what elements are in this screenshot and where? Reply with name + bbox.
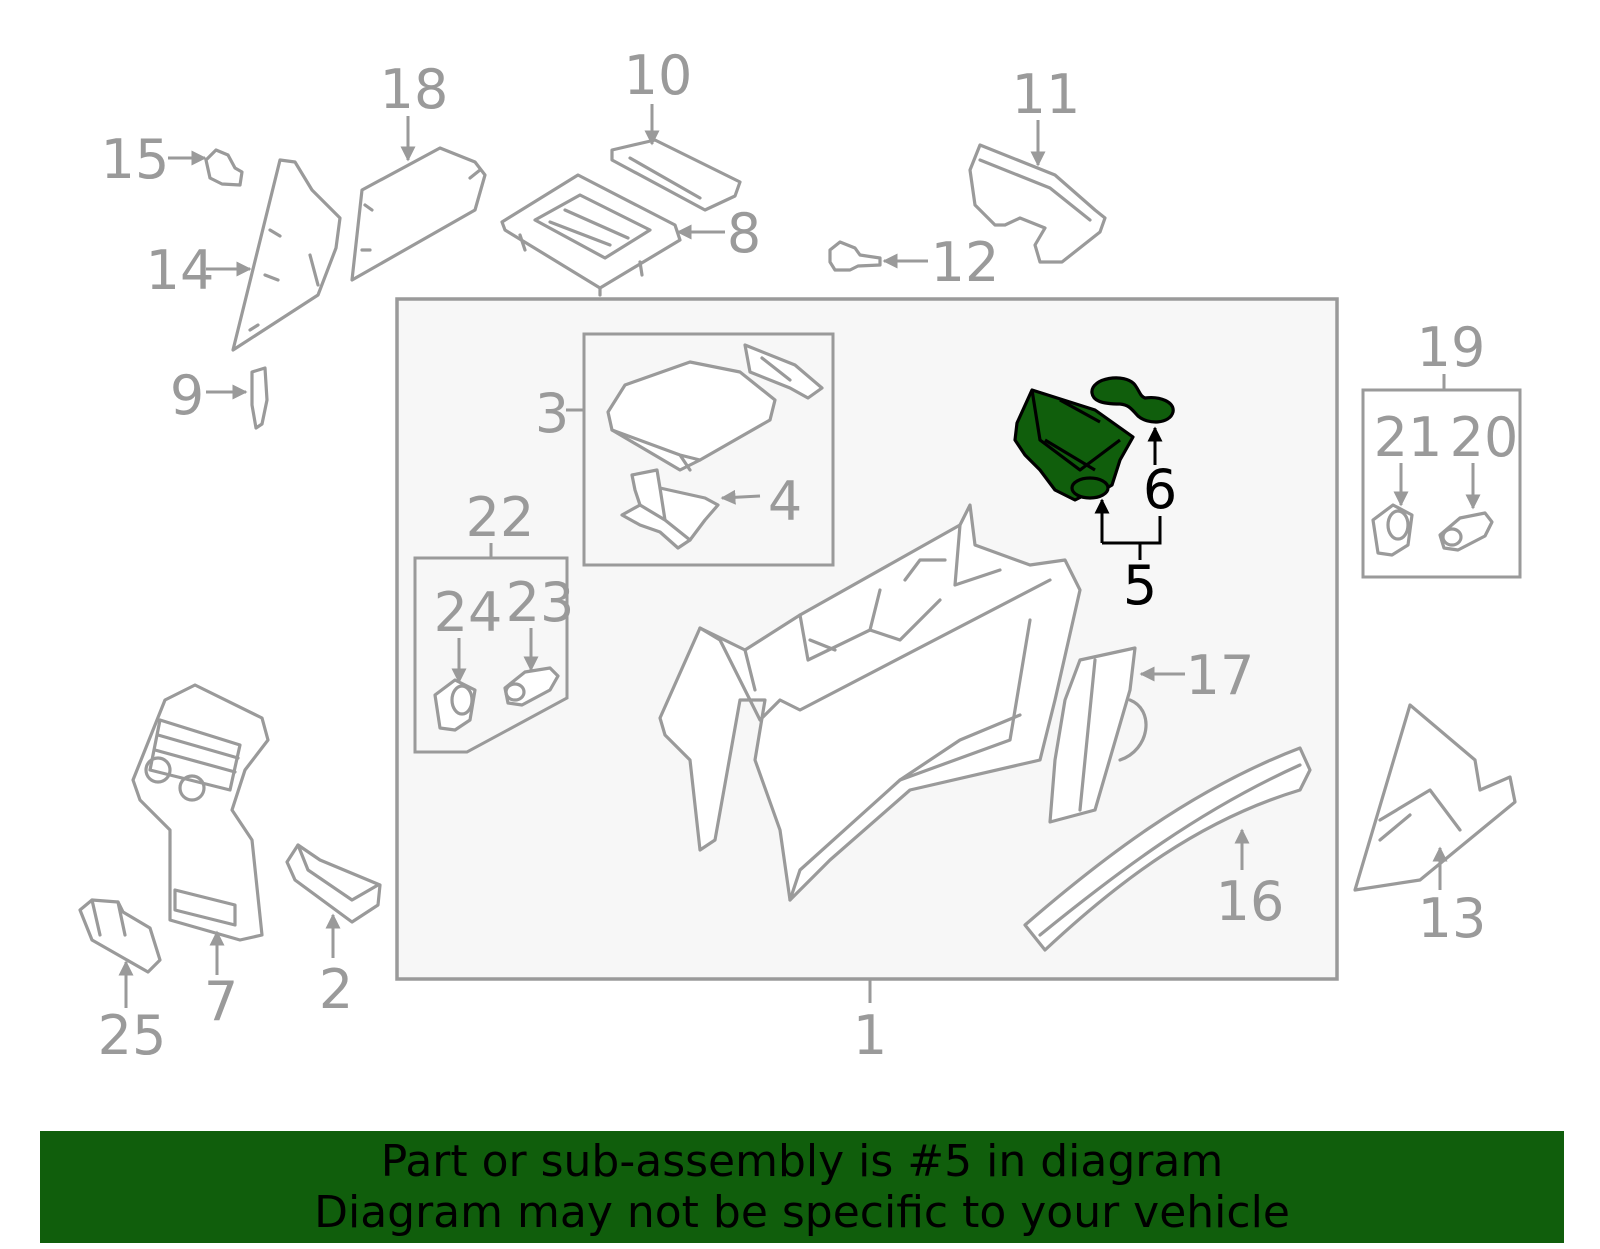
bolt-12-part[interactable] — [828, 240, 882, 272]
side-panel-18-part[interactable] — [350, 146, 487, 282]
socket-21-part[interactable] — [1371, 503, 1414, 557]
callout-16: 16 — [1216, 870, 1285, 933]
callout-3: 3 — [535, 382, 569, 445]
callout-24: 24 — [434, 581, 503, 644]
side-panel-14-part[interactable] — [231, 158, 342, 352]
callout-25: 25 — [98, 1004, 167, 1067]
callout-17: 17 — [1186, 644, 1255, 707]
cup-holder-part[interactable] — [1013, 388, 1135, 502]
socket-subbox-right — [1361, 388, 1522, 579]
leader-5-bracket — [1102, 516, 1162, 545]
trim-panel-17-part[interactable] — [1048, 646, 1148, 824]
callout-19: 19 — [1417, 316, 1486, 379]
info-banner: Part or sub-assembly is #5 in diagram Di… — [40, 1131, 1564, 1243]
trim-panel-13-part[interactable] — [1353, 703, 1517, 892]
callout-5: 5 — [1123, 554, 1157, 617]
callout-9: 9 — [170, 364, 204, 427]
socket-20-part[interactable] — [1438, 511, 1494, 552]
callout-20: 20 — [1450, 406, 1519, 469]
callout-23: 23 — [506, 571, 575, 634]
clip-9-part[interactable] — [250, 366, 269, 430]
callout-4: 4 — [768, 470, 802, 533]
callout-2: 2 — [319, 958, 353, 1021]
callout-21: 21 — [1374, 406, 1443, 469]
callout-15: 15 — [101, 128, 170, 191]
banner-line-1: Part or sub-assembly is #5 in diagram — [380, 1136, 1224, 1187]
callout-1: 1 — [853, 1004, 887, 1067]
rear-vent-panel-part[interactable] — [131, 683, 270, 942]
callout-13: 13 — [1418, 887, 1487, 950]
cover-10-part[interactable] — [610, 138, 742, 212]
callout-11: 11 — [1012, 63, 1081, 126]
callout-14: 14 — [146, 239, 215, 302]
callout-12: 12 — [931, 231, 1000, 294]
callout-6: 6 — [1143, 458, 1177, 521]
bracket-2-part[interactable] — [285, 843, 382, 924]
trim-panel-11-part[interactable] — [968, 143, 1107, 264]
callout-18: 18 — [380, 58, 449, 121]
console-body-part[interactable] — [658, 503, 1082, 902]
callout-8: 8 — [727, 202, 761, 265]
cup-mat-part[interactable] — [1090, 376, 1175, 424]
switch-25-part[interactable] — [78, 898, 162, 974]
armrest-lid-part[interactable] — [606, 343, 824, 472]
callout-10: 10 — [624, 44, 693, 107]
trim-strip-16-part[interactable] — [1023, 746, 1312, 952]
bracket-part[interactable] — [620, 468, 720, 550]
callout-7: 7 — [204, 970, 238, 1033]
pin-15-part[interactable] — [204, 148, 244, 187]
callout-22: 22 — [466, 486, 535, 549]
bezel-8-part[interactable] — [500, 173, 682, 297]
banner-line-2: Diagram may not be specific to your vehi… — [314, 1187, 1290, 1238]
leader-4 — [720, 489, 761, 505]
